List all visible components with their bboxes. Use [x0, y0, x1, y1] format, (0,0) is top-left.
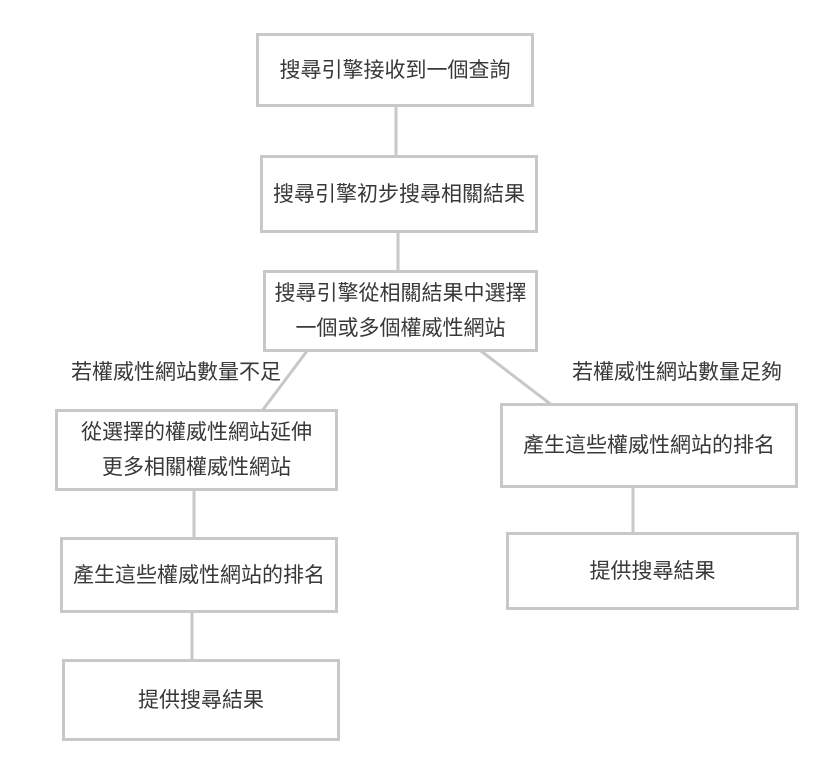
flow-node-generate-ranking-left: 產生這些權威性網站的排名: [60, 537, 338, 613]
edge-main3-right1: [480, 349, 554, 408]
flow-node-provide-results-right: 提供搜尋結果: [506, 532, 799, 610]
edge-label-insufficient: 若權威性網站數量不足: [71, 361, 281, 384]
flow-node-receive-query: 搜尋引擎接收到一個查詢: [256, 33, 534, 107]
flow-node-extend-more-sites: 從選擇的權威性網站延伸 更多相關權威性網站: [55, 409, 338, 491]
flow-node-select-authoritative-sites: 搜尋引擎從相關結果中選擇 一個或多個權威性網站: [263, 270, 538, 352]
edge-label-sufficient: 若權威性網站數量足夠: [572, 361, 782, 384]
edge-main3-left1: [260, 350, 309, 412]
flow-node-initial-search: 搜尋引擎初步搜尋相關結果: [260, 155, 538, 233]
flow-node-provide-results-left: 提供搜尋結果: [62, 659, 340, 741]
flow-node-generate-ranking-right: 產生這些權威性網站的排名: [500, 403, 798, 488]
